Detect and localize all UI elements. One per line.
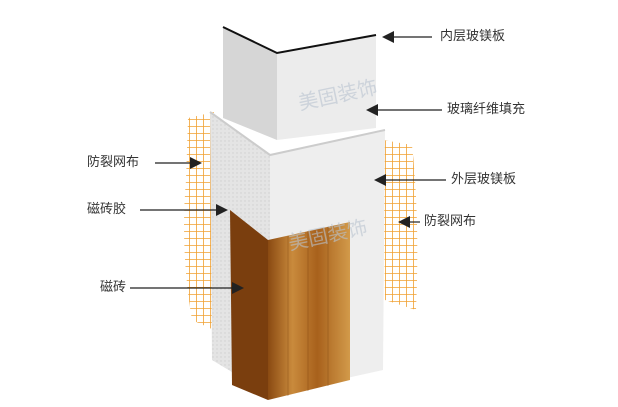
mesh-right (383, 140, 418, 310)
label-glass-fiber-fill: 玻璃纤维填充 (447, 102, 526, 117)
label-tile: 磁砖 (100, 280, 127, 295)
label-outer-board: 外层玻镁板 (451, 172, 517, 187)
label-inner-board: 内层玻镁板 (440, 29, 506, 44)
mesh-left (184, 112, 214, 330)
label-mesh-right: 防裂网布 (424, 214, 477, 229)
leader-arrows (130, 31, 446, 294)
wood-tile (230, 210, 350, 400)
label-mesh-left: 防裂网布 (87, 155, 140, 170)
label-tile-adhesive: 磁砖胶 (87, 202, 127, 217)
inner-board (222, 26, 377, 140)
